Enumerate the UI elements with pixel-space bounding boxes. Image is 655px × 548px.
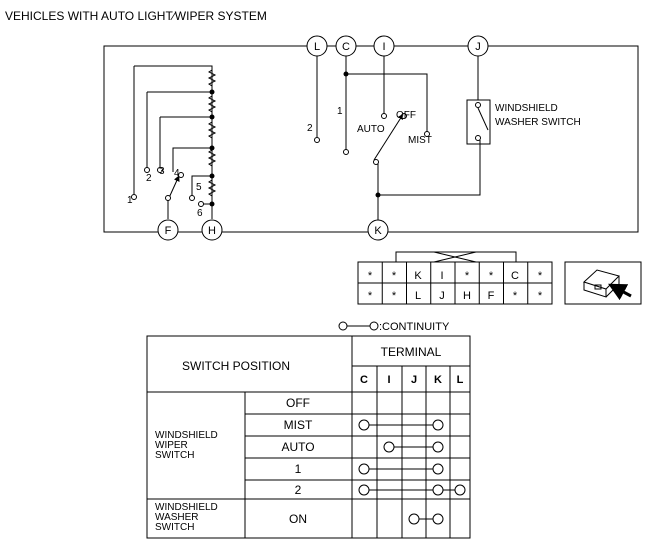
pin-r1-7: C — [511, 270, 519, 282]
washer-label-2: WASHER SWITCH — [495, 117, 581, 128]
continuity-point — [432, 463, 444, 475]
wiper-mist-label: MIST — [408, 135, 432, 146]
terminal-header: TERMINAL — [381, 345, 442, 359]
pin-r1-1: * — [368, 270, 373, 282]
continuity-marks — [358, 419, 466, 525]
continuity-point — [432, 419, 444, 431]
connector-pins: * * K I * * C * * * L J H F * * — [368, 270, 543, 302]
continuity-legend: :CONTINUITY — [338, 321, 450, 333]
pos-3-label: 3 — [159, 166, 165, 177]
terminal-J: J — [475, 41, 481, 53]
pos-2-label: 2 — [146, 173, 152, 184]
row-1-label: 1 — [295, 462, 302, 476]
continuity-point — [432, 484, 444, 496]
pin-r1-3: K — [414, 270, 422, 282]
continuity-point — [432, 441, 444, 453]
row-mist-label: MIST — [284, 418, 313, 432]
connector-face — [357, 251, 553, 305]
wiper-1-label: 1 — [337, 106, 343, 117]
row-off-label: OFF — [286, 396, 310, 410]
pin-r1-8: * — [538, 270, 543, 282]
pos-4-label: 4 — [174, 168, 180, 179]
washer-group-2: WASHER — [155, 512, 199, 523]
wiper-group-3: SWITCH — [155, 450, 194, 461]
pos-5-label: 5 — [196, 182, 202, 193]
pin-r1-2: * — [392, 270, 397, 282]
continuity-point — [358, 419, 370, 431]
wiper-group-2: WIPER — [155, 440, 188, 451]
terminal-I: I — [382, 41, 385, 53]
pin-r2-2: * — [392, 290, 397, 302]
terminal-H: H — [208, 225, 216, 237]
row-2-label: 2 — [295, 483, 302, 497]
continuity-point — [358, 463, 370, 475]
pin-r2-8: * — [538, 290, 543, 302]
continuity-point — [454, 484, 466, 496]
pin-r2-1: * — [368, 290, 373, 302]
col-I: I — [387, 374, 390, 386]
pin-r1-5: * — [465, 270, 470, 282]
terminal-circles — [157, 35, 489, 241]
terminal-F: F — [165, 225, 172, 237]
pos-6-label: 6 — [197, 208, 203, 219]
wiper-auto-label: AUTO — [357, 124, 385, 135]
terminal-K: K — [374, 225, 382, 237]
continuity-point — [408, 513, 420, 525]
terminal-L: L — [314, 41, 320, 53]
pin-r2-6: F — [488, 290, 495, 302]
pin-r2-5: H — [463, 290, 471, 302]
col-J: J — [411, 374, 417, 386]
wiper-group-1: WINDSHIELD — [155, 430, 218, 441]
terminal-labels: L C I J F H K — [165, 41, 481, 237]
junction-dots — [209, 71, 381, 207]
connector-view-icon — [564, 261, 642, 305]
terminal-C: C — [342, 41, 350, 53]
washer-group-3: SWITCH — [155, 522, 194, 533]
pin-r2-4: J — [439, 290, 445, 302]
continuity-point — [383, 441, 395, 453]
pin-r2-3: L — [415, 290, 421, 302]
pin-r1-6: * — [489, 270, 494, 282]
row-on-label: ON — [289, 512, 307, 526]
washer-group-1: WINDSHIELD — [155, 502, 218, 513]
col-K: K — [434, 374, 442, 386]
pin-r2-7: * — [513, 290, 518, 302]
position-labels: 1 2 3 4 5 6 2 1 AUTO OFF MIST WINDSHIELD… — [127, 103, 581, 219]
contact-points — [131, 102, 481, 207]
continuity-point — [432, 513, 444, 525]
row-auto-label: AUTO — [281, 440, 314, 454]
pin-r1-4: I — [440, 270, 443, 282]
circuit-wires — [133, 56, 491, 220]
continuity-table: SWITCH POSITION TERMINAL C I J K L WINDS… — [146, 335, 471, 539]
pos-1-label: 1 — [127, 195, 133, 206]
wiper-2-label: 2 — [307, 123, 313, 134]
continuity-text: :CONTINUITY — [379, 321, 450, 333]
diagram-title: VEHICLES WITH AUTO LIGHT∕WIPER SYSTEM — [5, 9, 267, 23]
wiper-off-label: OFF — [396, 110, 416, 121]
washer-label-1: WINDSHIELD — [495, 103, 558, 114]
switch-position-header: SWITCH POSITION — [182, 359, 290, 373]
col-C: C — [360, 374, 368, 386]
continuity-point — [358, 484, 370, 496]
col-L: L — [457, 374, 464, 386]
